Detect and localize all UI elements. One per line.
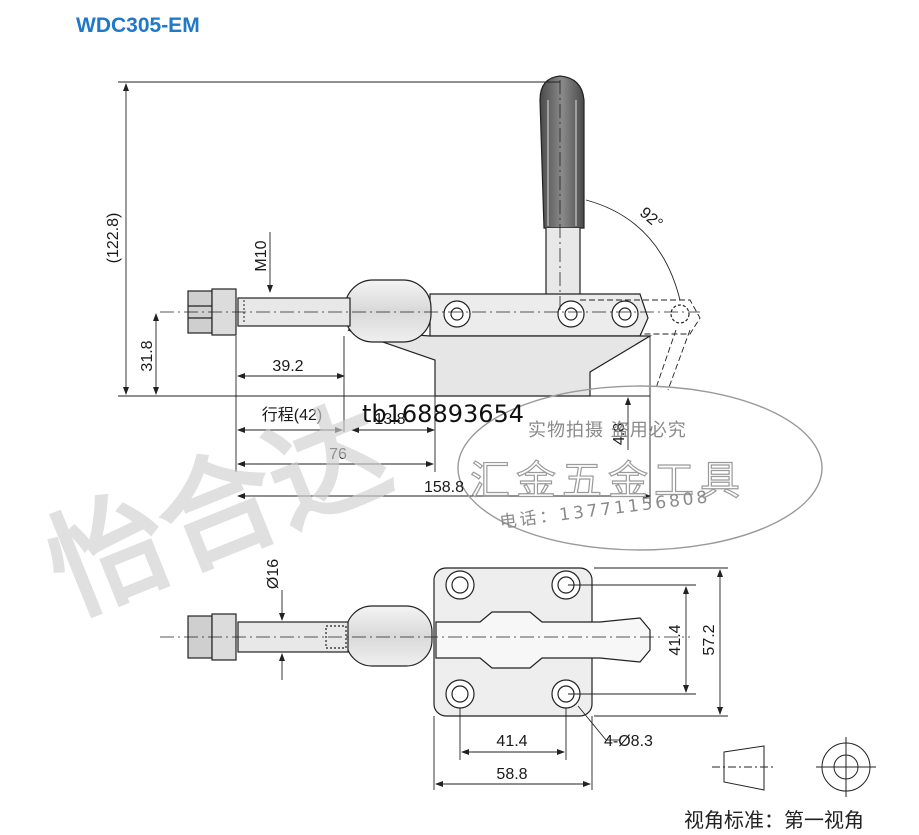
stamp-main-text: 汇金五金工具 [469, 457, 746, 504]
dim-76: 76 [329, 446, 347, 463]
dim-39-2: 39.2 [272, 358, 303, 375]
dim-holes: 4-Ø8.3 [604, 733, 653, 750]
stamp-title: 实物拍摄 盗用必究 [528, 420, 687, 441]
dim-41-4-horizontal: 41.4 [496, 733, 527, 750]
dim-dia16: Ø16 [265, 559, 282, 589]
top-view [160, 567, 690, 717]
page-title: WDC305-EM [76, 14, 200, 37]
dim-stroke: 行程(42) [262, 406, 322, 424]
top-dimension-lines [279, 567, 728, 790]
dim-overall-height: (122.8) [105, 213, 122, 264]
link-arms [435, 611, 651, 669]
handle-arm [545, 228, 581, 303]
dim-thread: M10 [253, 240, 270, 271]
dim-41-4-vertical: 41.4 [667, 624, 684, 655]
dimension-labels: (122.8) M10 31.8 39.2 行程(42) 13.8 76 158… [105, 204, 718, 783]
dim-158-8: 158.8 [424, 479, 464, 496]
seller-id-watermark: tb168893654 [362, 400, 525, 428]
dim-rod-height: 31.8 [139, 340, 156, 371]
dim-13-8: 13.8 [374, 411, 405, 428]
projection-caption: 视角标准：第一视角 [684, 808, 864, 832]
stamp-oval [457, 385, 823, 551]
linkage [429, 293, 649, 337]
side-dimension-lines [118, 81, 651, 504]
handle-grip [539, 75, 585, 229]
projection-symbol [712, 737, 876, 797]
dim-4-8: 4.8 [611, 423, 628, 445]
dim-57-2: 57.2 [701, 624, 718, 655]
dim-58-8: 58.8 [496, 766, 527, 783]
side-view [160, 75, 701, 397]
clamp-body [347, 329, 653, 397]
